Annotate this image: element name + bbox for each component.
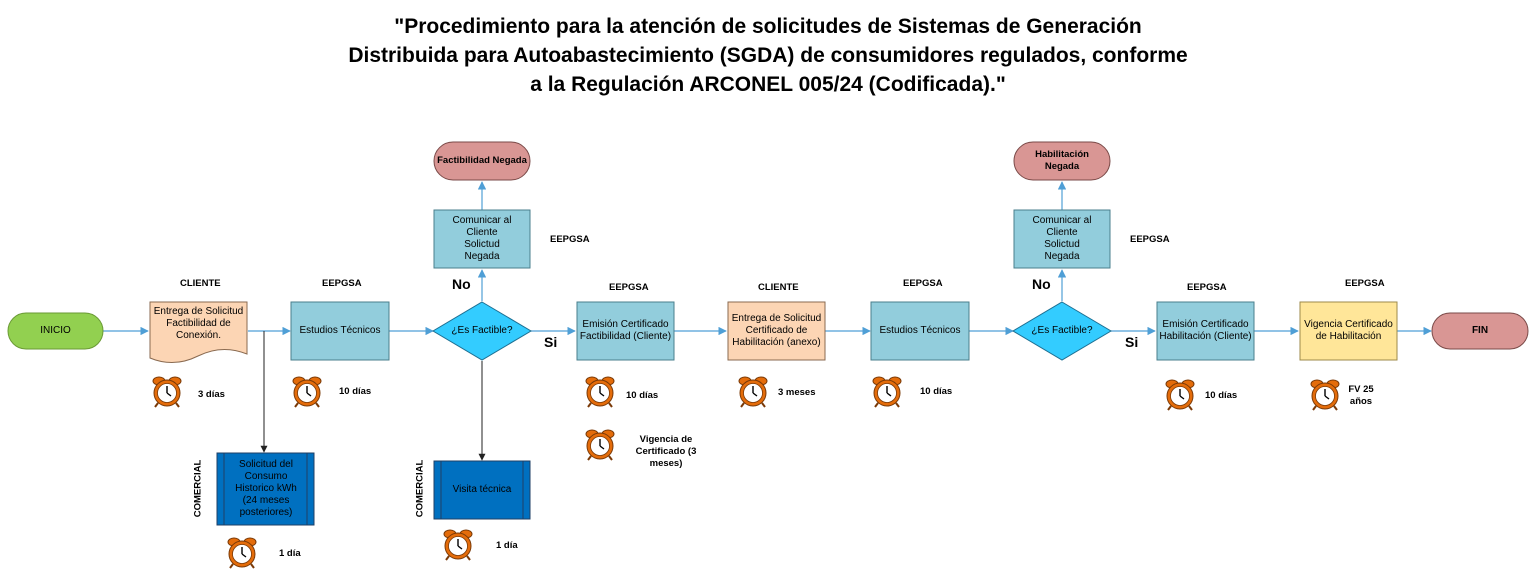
comunicar1-label: Comunicar al Cliente Solictud Negada: [452, 215, 512, 262]
alarm-clock-icon: [227, 537, 257, 569]
time-emision-1: 10 días: [626, 390, 659, 401]
title-line-1: "Procedimiento para la atención de solic…: [394, 15, 1142, 38]
connectors-dark: [260, 331, 486, 461]
decision2-diamond: [1012, 301, 1112, 361]
role-comercial-2: COMERCIAL: [414, 459, 426, 518]
role-cliente-1: CLIENTE: [180, 278, 221, 289]
alarm-clock-icon: [872, 376, 902, 408]
inicio-label: INICIO: [40, 325, 71, 336]
fin-label: FIN: [1471, 325, 1489, 336]
vigencia-label: Vigencia Certificado de Habilitación: [1304, 319, 1393, 342]
role-eepgsa-4: EEPGSA: [1187, 282, 1227, 293]
emision-factibilidad-box: [576, 301, 675, 361]
time-emision-2: 10 días: [1205, 390, 1238, 401]
decision2-label: ¿Es Factible?: [1031, 325, 1093, 336]
entrega-factibilidad-document: [149, 301, 248, 363]
habilitacion-negada-terminator: [1013, 141, 1111, 181]
comunicar2-label: Comunicar al Cliente Solictud Negada: [1032, 215, 1092, 262]
comunicar2-box: [1013, 209, 1111, 269]
factibilidad-negada-label: Factibilidad Negada: [437, 155, 527, 166]
branch-no-2: No: [1032, 276, 1051, 292]
vigencia-box: [1299, 301, 1398, 361]
alarm-clock-icon: [585, 376, 615, 408]
entrega-habilitacion-box: [727, 301, 826, 361]
emision-habilitacion-box: [1156, 301, 1255, 361]
alarm-clock-icon: [1165, 379, 1195, 411]
entrega-factibilidad-label: Entrega de Solicitud Factibilidad de Con…: [153, 306, 244, 341]
solicitud-consumo-label: Solicitud del Consumo Historico kWh (24 …: [235, 459, 297, 518]
emision-factibilidad-label: Emisión Certificado Factibilidad (Client…: [579, 319, 672, 342]
comunicar1-box: [433, 209, 531, 269]
inicio-terminator: [7, 312, 104, 350]
branch-si-1: Si: [544, 334, 558, 350]
decision1-diamond: [432, 301, 532, 361]
visita-label: Visita técnica: [452, 484, 512, 495]
time-fv: FV 25 años: [1348, 384, 1374, 407]
role-eepgsa-3: EEPGSA: [903, 278, 943, 289]
alarm-clock-icon: [443, 529, 473, 561]
fin-terminator: [1431, 312, 1529, 350]
role-eepgsa-1: EEPGSA: [322, 278, 362, 289]
role-eepgsa-comunicar-1: EEPGSA: [550, 234, 590, 245]
estudios1-label: Estudios Técnicos: [299, 325, 381, 336]
emision-habilitacion-label: Emisión Certificado Habilitación (Client…: [1159, 319, 1252, 342]
role-comercial-1: COMERCIAL: [192, 459, 204, 518]
role-eepgsa-comunicar-2: EEPGSA: [1130, 234, 1170, 245]
time-consumo: 1 día: [279, 548, 301, 559]
entrega-habilitacion-label: Entrega de Solicitud Certificado de Habi…: [731, 313, 822, 348]
branch-no-1: No: [452, 276, 471, 292]
time-estudios-2: 10 días: [920, 386, 953, 397]
solicitud-consumo-box: [216, 452, 315, 526]
connectors: [103, 181, 1432, 336]
page-title: "Procedimiento para la atención de solic…: [268, 12, 1268, 99]
estudios1-box: [290, 301, 390, 361]
time-estudios-1: 10 días: [339, 386, 372, 397]
decision1-label: ¿Es Factible?: [451, 325, 513, 336]
alarm-clock-icon: [152, 376, 182, 408]
alarm-clock-icon: [1310, 379, 1340, 411]
time-visita: 1 día: [496, 540, 518, 551]
time-entrega-2: 3 meses: [778, 387, 816, 398]
alarm-clock-icon: [585, 429, 615, 461]
title-line-2: Distribuida para Autoabastecimiento (SGD…: [348, 44, 1188, 67]
time-vigencia-certificado: Vigencia de Certificado (3 meses): [635, 434, 697, 469]
alarm-clock-icon: [738, 376, 768, 408]
habilitacion-negada-label: Habilitación Negada: [1035, 149, 1089, 172]
estudios2-label: Estudios Técnicos: [879, 325, 961, 336]
role-eepgsa-2: EEPGSA: [609, 282, 649, 293]
time-entrega: 3 días: [198, 389, 225, 400]
role-cliente-2: CLIENTE: [758, 282, 799, 293]
branch-si-2: Si: [1125, 334, 1139, 350]
visita-box: [433, 460, 531, 520]
factibilidad-negada-terminator: [433, 141, 531, 181]
estudios2-box: [870, 301, 970, 361]
role-eepgsa-5: EEPGSA: [1345, 278, 1385, 289]
alarm-clock-icon: [292, 376, 322, 408]
title-line-3: a la Regulación ARCONEL 005/24 (Codifica…: [530, 73, 1006, 96]
